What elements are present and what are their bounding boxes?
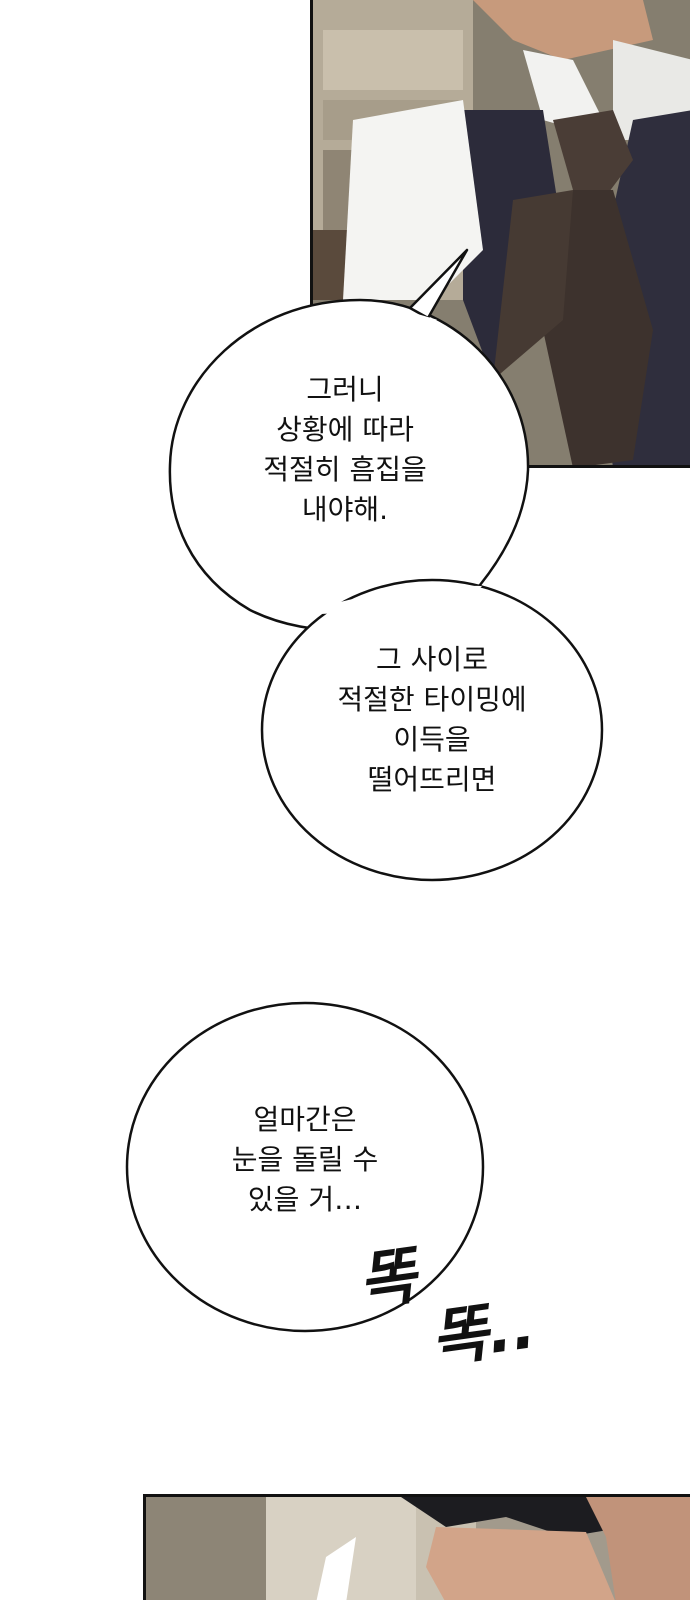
speech-bubble-1-tail [408,248,469,320]
sfx-drip-2: 똑.. [426,1289,540,1376]
bottom-illustration [146,1497,690,1600]
speech-bubble-2 [260,578,604,882]
bubble-2-text: 그 사이로 적절한 타이밍에 이득을 떨어뜨리면 [337,643,527,796]
bubble-3-text: 얼마간은 눈을 돌릴 수 있을 거… [231,1103,379,1216]
speech-bubble-3 [125,1001,485,1333]
sfx-drip-1: 똑 [353,1238,421,1319]
bottom-illustration-panel [143,1494,690,1600]
bubble-1-text: 그러니 상황에 따라 적절히 흠집을 내야해. [263,373,427,526]
